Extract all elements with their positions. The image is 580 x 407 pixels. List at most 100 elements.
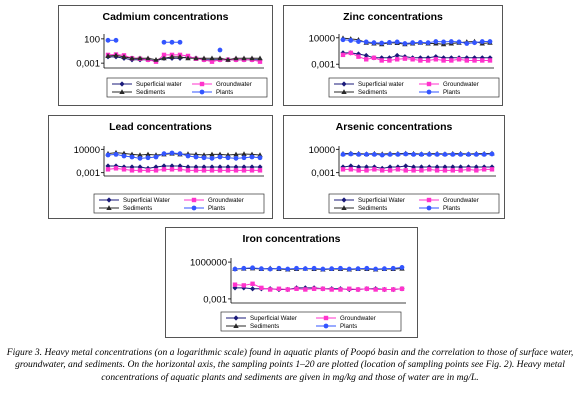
data-point <box>348 163 354 169</box>
data-point <box>403 151 409 157</box>
data-point <box>161 151 167 157</box>
data-point <box>464 41 470 46</box>
data-point <box>267 266 273 272</box>
data-point <box>450 152 456 157</box>
data-point <box>320 266 326 272</box>
legend <box>106 77 268 98</box>
data-point <box>427 167 432 172</box>
data-point <box>346 266 352 272</box>
data-point <box>209 55 215 61</box>
data-point <box>209 155 215 161</box>
data-point <box>217 55 223 61</box>
data-point <box>249 168 255 173</box>
data-point <box>225 155 231 161</box>
legend <box>328 193 500 214</box>
data-point <box>137 155 143 161</box>
data-point <box>356 168 361 173</box>
data-point <box>121 153 127 159</box>
data-point <box>441 39 446 45</box>
data-point <box>241 283 246 288</box>
legend-marker <box>106 205 112 210</box>
data-point <box>185 55 191 61</box>
data-point <box>387 39 392 45</box>
data-point <box>241 55 247 61</box>
data-point <box>425 58 431 63</box>
y-tick-label: 100 <box>84 34 100 45</box>
data-point <box>145 55 151 61</box>
legend-marker <box>323 315 329 321</box>
data-point <box>201 55 207 61</box>
data-point <box>487 55 493 61</box>
data-point <box>410 57 415 62</box>
data-point <box>364 152 369 157</box>
data-point <box>394 57 400 62</box>
data-point <box>442 168 448 173</box>
data-point <box>373 287 378 292</box>
data-point <box>185 153 191 159</box>
legend-label: Superficial water <box>136 81 182 88</box>
legend-label: Plants <box>443 205 460 212</box>
chart-title: Arsenic concentrations <box>335 121 453 133</box>
data-point <box>410 40 416 46</box>
data-point <box>294 265 299 271</box>
data-point <box>201 155 207 161</box>
legend-marker <box>119 89 125 94</box>
data-point <box>121 54 127 59</box>
legend-label: Sediments <box>250 323 279 330</box>
data-point <box>249 286 256 292</box>
legend-label: Groundwater <box>216 81 252 88</box>
data-point <box>363 39 369 45</box>
y-tick-label: 10000 <box>309 33 335 44</box>
legend-label: Groundwater <box>340 315 376 322</box>
data-point <box>233 55 239 61</box>
data-point <box>193 55 199 61</box>
legend-marker <box>191 205 197 211</box>
data-point <box>113 166 119 171</box>
data-point <box>466 167 471 172</box>
legend <box>328 77 500 98</box>
data-point <box>348 167 354 172</box>
y-tick-label: 0,001 <box>311 168 335 179</box>
data-point <box>348 38 354 43</box>
data-point <box>380 168 385 173</box>
data-point <box>233 155 239 161</box>
data-point <box>232 282 238 287</box>
data-point <box>250 265 255 271</box>
data-point <box>426 152 432 157</box>
data-point <box>379 152 385 158</box>
data-point <box>169 39 175 45</box>
series-plants <box>340 37 493 46</box>
legend-marker <box>341 205 347 210</box>
data-point <box>356 39 361 44</box>
data-point <box>466 152 471 157</box>
legend-label: Superficial Water <box>358 197 405 204</box>
legend-marker <box>106 197 112 203</box>
data-point <box>371 40 377 46</box>
data-point <box>458 152 464 157</box>
data-point <box>417 39 423 45</box>
chart-title: Zinc concentrations <box>343 11 443 23</box>
data-point <box>217 168 223 173</box>
series-groundwater <box>232 281 405 292</box>
data-point <box>145 168 151 173</box>
data-point <box>402 41 408 46</box>
data-point <box>153 56 159 62</box>
data-point <box>257 168 263 173</box>
data-point <box>161 39 167 45</box>
legend <box>93 193 265 214</box>
data-point <box>161 52 167 58</box>
data-point <box>294 286 299 291</box>
data-point <box>355 287 361 292</box>
series-sediments <box>105 149 263 157</box>
data-point <box>113 163 119 169</box>
data-point <box>340 37 346 43</box>
data-point <box>320 286 326 291</box>
data-point <box>364 286 370 291</box>
series-plants <box>232 265 405 272</box>
data-point <box>364 168 369 173</box>
data-point <box>419 152 424 157</box>
data-point <box>303 287 308 292</box>
